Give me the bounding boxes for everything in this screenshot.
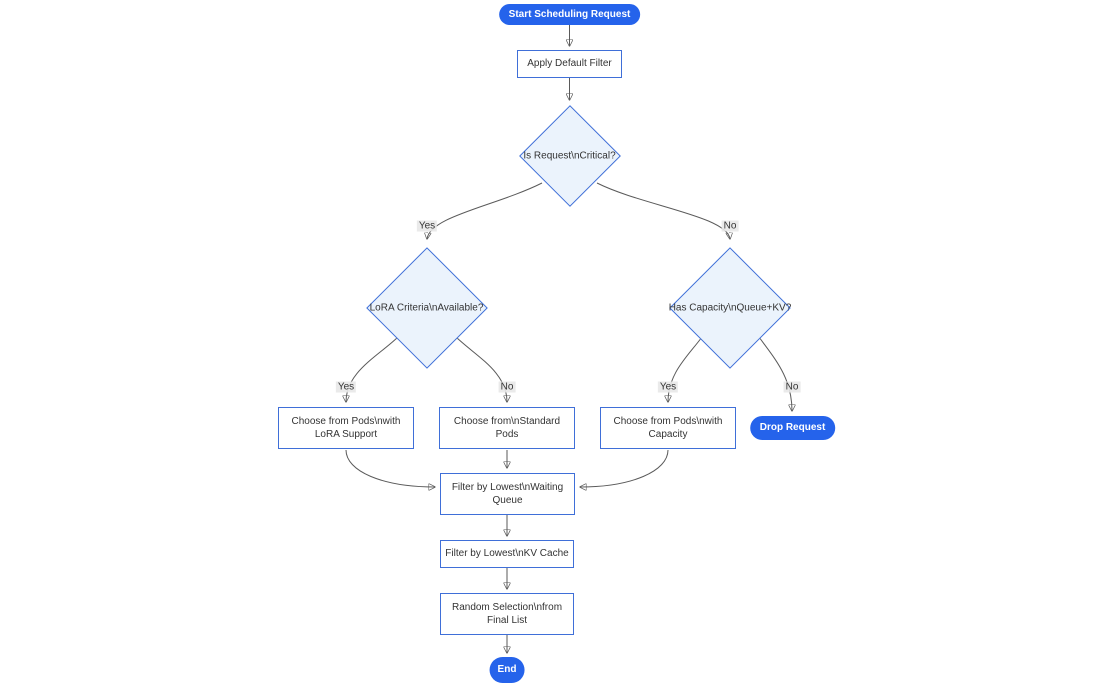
node-choose-pods-lora: Choose from Pods\nwith LoRA Support [278,407,414,449]
edge-label-lora-yes: Yes [335,381,357,393]
node-apply-default-filter: Apply Default Filter [517,50,622,78]
edge-capacity-yes [668,336,703,402]
node-filter-kv-cache: Filter by Lowest\nKV Cache [440,540,574,568]
edge-label-capacity-yes: Yes [657,381,679,393]
node-has-capacity-queue-kv: Has Capacity\nQueue+KV? [668,302,792,313]
edge-capacity-no [758,336,792,411]
edge-label-lora-no: No [498,381,516,393]
node-choose-standard-pods: Choose from\nStandard Pods [439,407,575,449]
node-choose-pods-capacity: Choose from Pods\nwith Capacity [600,407,736,449]
node-filter-waiting-queue: Filter by Lowest\nWaiting Queue [440,473,575,515]
node-drop-request: Drop Request [749,416,836,440]
edge-critical-yes [427,182,543,239]
edge-label-capacity-no: No [783,381,801,393]
edge-capacitypods-to-filter [580,449,669,487]
node-is-request-critical: Is Request\nCritical? [523,150,616,161]
node-end: End [489,657,525,683]
node-random-selection: Random Selection\nfrom Final List [440,593,574,635]
edge-label-critical-yes: Yes [416,220,438,232]
edge-critical-no [596,182,730,239]
edge-lora-yes [346,336,399,402]
edge-label-critical-no: No [721,220,739,232]
edge-lorapods-to-filter [345,449,435,487]
node-lora-criteria-available: LoRA Criteria\nAvailable? [369,302,484,313]
edge-lora-no [455,336,507,402]
node-start: Start Scheduling Request [498,4,641,25]
